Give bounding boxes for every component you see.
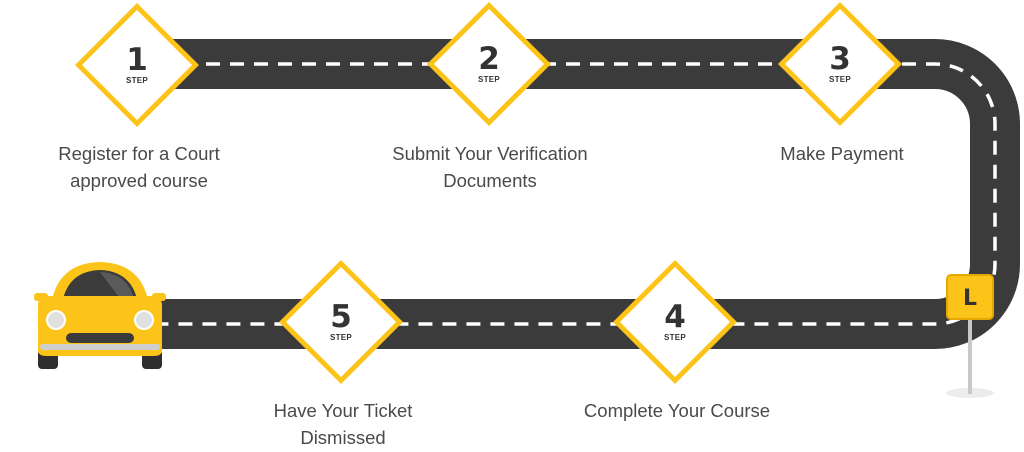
step-2-caption: Submit Your Verification Documents [360, 140, 620, 194]
caption-line: approved course [70, 170, 208, 191]
step-number: 3 [829, 41, 851, 77]
learner-plate-sign-icon: L [946, 274, 994, 398]
step-4-caption: Complete Your Course [547, 397, 807, 424]
step-number: 4 [664, 299, 686, 335]
road-lane-markings [110, 62, 997, 326]
car-icon [34, 262, 166, 369]
step-label: STEP [829, 75, 851, 84]
step-diamond-1: 1 STEP [75, 3, 199, 127]
caption-line: Dismissed [300, 427, 386, 448]
step-5-caption: Have Your Ticket Dismissed [213, 397, 473, 451]
step-number: 1 [126, 42, 148, 78]
step-3-caption: Make Payment [712, 140, 972, 167]
step-label: STEP [126, 76, 148, 85]
caption-line: Submit Your Verification [392, 143, 588, 164]
step-diamond-5: 5 STEP [279, 260, 403, 384]
step-diamond-2: 2 STEP [427, 2, 551, 126]
caption-line: Make Payment [780, 143, 904, 164]
caption-line: Documents [443, 170, 537, 191]
step-diamond-3: 3 STEP [778, 2, 902, 126]
step-1-caption: Register for a Court approved course [9, 140, 269, 194]
step-number: 2 [478, 41, 500, 77]
step-diamond-4: 4 STEP [613, 260, 737, 384]
step-label: STEP [664, 333, 686, 342]
step-number: 5 [330, 299, 352, 335]
caption-line: Register for a Court [58, 143, 220, 164]
sign-letter: L [963, 286, 977, 311]
caption-line: Have Your Ticket [273, 400, 413, 421]
caption-line: Complete Your Course [583, 400, 771, 421]
step-label: STEP [478, 75, 500, 84]
step-label: STEP [330, 333, 352, 342]
